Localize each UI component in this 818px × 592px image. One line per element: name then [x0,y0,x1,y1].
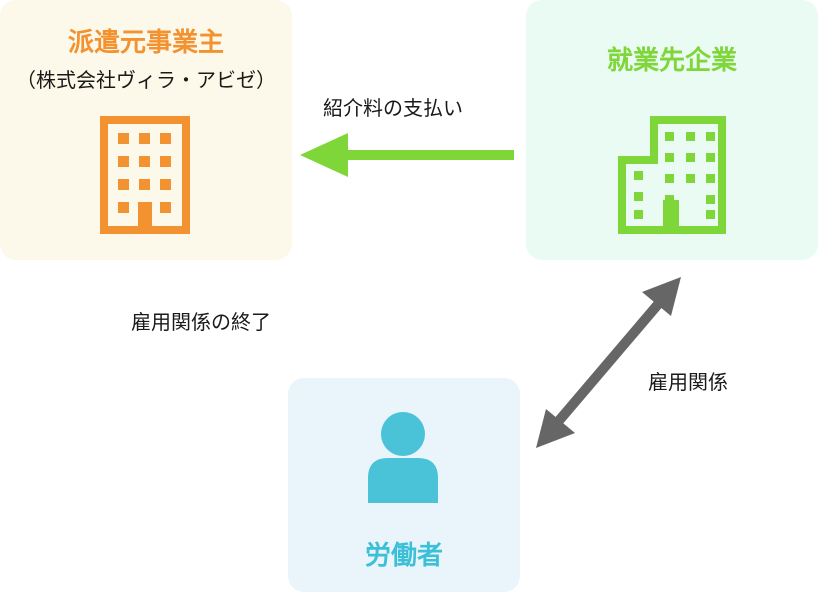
fee-payment-arrow [300,133,514,177]
employment-end-label: 雇用関係の終了 [131,310,271,334]
client-company-title: 就業先企業 [606,46,737,76]
dispatch-agency-title: 派遣元事業主 [67,28,224,58]
fee-payment-label: 紹介料の支払い [323,96,463,120]
worker-person-icon [368,412,438,503]
dispatch-building-icon [100,116,190,234]
employment-label: 雇用関係 [648,370,728,394]
client-building-icon [618,116,726,234]
employment-arrow [536,277,681,448]
dispatch-agency-subtitle: （株式会社ヴィラ・アビゼ） [16,68,276,92]
worker-title: 労働者 [364,541,443,571]
